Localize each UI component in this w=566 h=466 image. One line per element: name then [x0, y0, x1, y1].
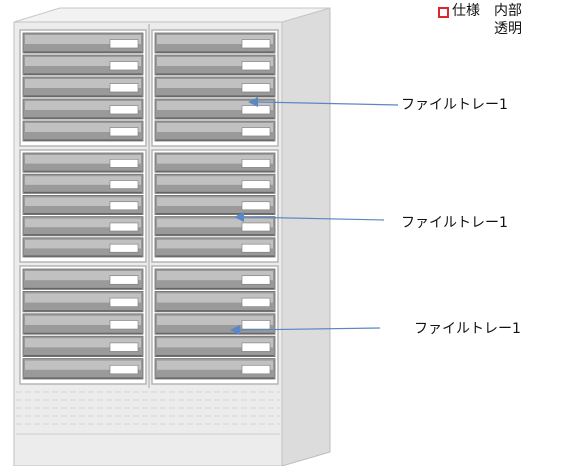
tray-label-plate	[109, 320, 139, 330]
tray-label-plate	[109, 365, 139, 375]
tray-label-plate	[109, 222, 139, 232]
tray-label-plate	[241, 61, 271, 71]
file-tray-highlight	[157, 79, 273, 88]
file-tray-highlight	[25, 218, 141, 228]
tray-label-plate	[241, 180, 271, 189]
callout-arrow-line	[257, 101, 399, 106]
spec-body: 内部 透明	[494, 2, 522, 38]
file-tray-highlight	[157, 293, 273, 303]
checkbox-square-icon	[438, 7, 449, 18]
file-tray-highlight	[25, 101, 141, 110]
tray-label-plate	[109, 201, 139, 211]
file-tray-highlight	[25, 271, 141, 281]
file-tray-highlight	[25, 79, 141, 88]
tray-label-plate	[109, 342, 139, 352]
tray-label-plate	[241, 243, 271, 253]
file-tray-highlight	[25, 338, 141, 348]
callout-arrow-line	[239, 327, 381, 331]
tray-label-plate	[241, 342, 271, 352]
spec-body-line-2: 透明	[494, 21, 522, 37]
file-tray-highlight	[157, 57, 273, 66]
file-tray-highlight	[157, 338, 273, 348]
file-tray-highlight	[25, 176, 141, 185]
tray-label-plate	[241, 127, 271, 137]
tray-label-plate	[241, 83, 271, 93]
tray-label-plate	[109, 127, 139, 137]
file-tray-highlight	[157, 35, 273, 44]
file-tray-highlight	[157, 176, 273, 185]
callout-arrowhead-icon	[248, 97, 258, 107]
spec-header: 仕様 内部 透明	[438, 2, 522, 38]
file-tray-highlight	[25, 57, 141, 66]
file-tray-highlight	[157, 239, 273, 249]
tray-label-plate	[109, 297, 139, 307]
tray-label-plate	[241, 275, 271, 285]
cabinet-top-panel	[13, 7, 331, 23]
tray-label-plate	[109, 61, 139, 71]
callout-arrow-line	[243, 216, 385, 221]
callout-label-top: ファイルトレー1	[401, 97, 508, 113]
file-tray-highlight	[25, 315, 141, 325]
file-tray-highlight	[25, 155, 141, 164]
file-tray-highlight	[157, 155, 273, 164]
tray-label-plate	[241, 105, 271, 115]
file-tray-highlight	[25, 197, 141, 207]
tray-label-plate	[241, 39, 271, 49]
file-tray-highlight	[157, 315, 273, 325]
callout-arrowhead-icon	[230, 325, 240, 335]
file-tray-highlight	[25, 239, 141, 249]
file-tray-highlight	[157, 123, 273, 132]
file-tray-highlight	[157, 271, 273, 281]
file-tray-highlight	[25, 293, 141, 303]
tray-label-plate	[109, 39, 139, 49]
callout-label-middle: ファイルトレー1	[401, 215, 508, 231]
callout-arrowhead-icon	[234, 212, 244, 222]
tray-label-plate	[241, 159, 271, 168]
file-tray-highlight	[157, 218, 273, 228]
tray-label-plate	[241, 201, 271, 211]
spec-title: 仕様	[452, 3, 480, 19]
tray-label-plate	[109, 159, 139, 168]
file-tray-highlight	[25, 123, 141, 132]
tray-label-plate	[109, 275, 139, 285]
tray-label-plate	[109, 105, 139, 115]
file-tray-highlight	[25, 360, 141, 370]
cabinet-side-panel	[281, 7, 331, 466]
spec-body-line-1: 内部	[494, 3, 522, 19]
file-tray-highlight	[157, 101, 273, 110]
callout-label-bottom: ファイルトレー1	[414, 321, 521, 337]
tray-label-plate	[109, 180, 139, 189]
file-tray-highlight	[157, 197, 273, 207]
file-tray-highlight	[25, 35, 141, 44]
tray-label-plate	[109, 83, 139, 93]
file-tray-highlight	[157, 360, 273, 370]
tray-label-plate	[241, 320, 271, 330]
tray-label-plate	[241, 365, 271, 375]
tray-label-plate	[241, 222, 271, 232]
tray-label-plate	[241, 297, 271, 307]
tray-label-plate	[109, 243, 139, 253]
